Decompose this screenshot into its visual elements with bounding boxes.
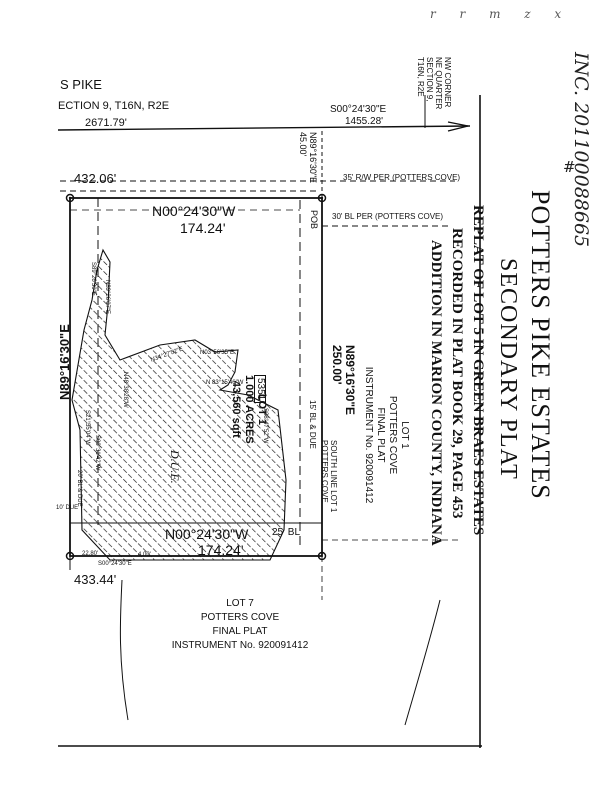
lot7-line: POTTERS COVE bbox=[200, 612, 280, 623]
lot7-line: FINAL PLAT bbox=[212, 626, 268, 637]
bottom-small-bearing: S00°24'30"E bbox=[98, 561, 132, 567]
small-bearing: N03°56'35"E bbox=[200, 350, 235, 356]
north-bearing: N00°24'30"W bbox=[152, 203, 236, 219]
top-left-distance: 432.06' bbox=[74, 171, 117, 186]
bottom-small-dist-2: 4.00' bbox=[138, 552, 151, 558]
bl25-label: 25' BL bbox=[272, 527, 301, 538]
pob-label: POB bbox=[309, 210, 319, 230]
south-line-text: SOUTH LINE LOT 1 bbox=[329, 440, 338, 513]
west-bearing: N89°16'30"E bbox=[57, 324, 72, 400]
bl15-label: 15' BL & DUE bbox=[308, 400, 317, 449]
lot7-curve-right bbox=[404, 599, 441, 726]
handwritten-instrument: INC. 201100088665 bbox=[570, 52, 592, 248]
south-distance: 174.24' bbox=[198, 542, 244, 558]
lot7-line: INSTRUMENT No. 920091412 bbox=[171, 640, 309, 651]
small-bearing: S89°26'30"E bbox=[90, 262, 96, 296]
south-line-text: POTTERS COVE bbox=[320, 440, 329, 503]
acres-label: 1.000 ACRES bbox=[243, 375, 255, 444]
small-bearing: N 83°15'46"W bbox=[206, 380, 244, 386]
section-fragment: ECTION 9, T16N, R2E bbox=[58, 100, 170, 112]
top-distance-right: 1455.28' bbox=[345, 116, 384, 127]
due-label: D.U.E. bbox=[168, 450, 182, 484]
small-bearing: S00°31'42"W bbox=[94, 435, 100, 471]
north-distance: 174.24' bbox=[180, 220, 226, 236]
subtitle-1: REPLAT OF LOT 5 IN GREEN BRAES ESTATES bbox=[470, 205, 486, 536]
arrow-right bbox=[447, 121, 469, 132]
distance-text: 250.00' bbox=[330, 345, 344, 385]
east-bearing-block: N89°16'30"E 250.00' bbox=[330, 345, 357, 416]
small-bearing: N89°26'07"E bbox=[104, 280, 110, 315]
small-bearing: 10' DUE bbox=[56, 505, 79, 511]
small-bearing: 20' BL & DUE bbox=[76, 470, 82, 507]
row-35-label: 35' R/W PER (POTTERS COVE) bbox=[343, 173, 461, 182]
top-bearing: S00°24'30"E bbox=[330, 104, 387, 115]
potters-line: LOT 1 bbox=[399, 421, 410, 449]
south-line-label: SOUTH LINE LOT 1 POTTERS COVE bbox=[320, 440, 338, 512]
small-bearing: S21°55'04"W bbox=[84, 410, 90, 446]
small-bearing: S28°47'52"W bbox=[262, 408, 268, 444]
title-main: POTTERS PIKE ESTATES bbox=[526, 190, 555, 500]
due-hatched-area bbox=[71, 248, 287, 561]
potters-line: POTTERS COVE bbox=[387, 395, 398, 475]
corner-label-line: T16N, R2E bbox=[416, 57, 425, 97]
subtitle-3: ADDITION IN MARION COUNTY, INDIANA bbox=[428, 240, 444, 546]
handwritten-marks: r r m z x bbox=[430, 7, 572, 21]
small-bearing: N48°38'28"W bbox=[122, 372, 128, 408]
lot7-curve bbox=[119, 579, 129, 721]
potters-line: INSTRUMENT No. 920091412 bbox=[363, 366, 374, 504]
potters-cove-lot1-block: LOT 1 POTTERS COVE FINAL PLAT INSTRUMENT… bbox=[362, 355, 410, 515]
corner-label-line: NW CORNER bbox=[443, 57, 452, 108]
potters-line: FINAL PLAT bbox=[375, 407, 386, 463]
lot-boundary bbox=[69, 197, 323, 557]
row-30-label: 30' BL PER (POTTERS COVE) bbox=[332, 212, 444, 221]
top-right-bearing: N89°16'30"E 45.00' bbox=[298, 132, 318, 183]
corner-label-line: NE QUARTER bbox=[434, 57, 443, 110]
corner-label: NW CORNER NE QUARTER SECTION 9, T16N, R2… bbox=[416, 57, 452, 137]
section-line-top bbox=[57, 125, 471, 131]
distance-text: 45.00' bbox=[298, 132, 308, 157]
bearing-text: N89°16'30"E bbox=[343, 345, 357, 416]
corner-label-line: SECTION 9, bbox=[425, 57, 434, 102]
subtitle-2: RECORDED IN PLAT BOOK 29, PAGE 453 bbox=[449, 228, 465, 519]
title-secondary: SECONDARY PLAT bbox=[495, 258, 521, 480]
road-name-fragment: S PIKE bbox=[60, 77, 102, 92]
bearing-text: N89°16'30"E bbox=[308, 132, 318, 184]
lot7-block: LOT 7 POTTERS COVE FINAL PLAT INSTRUMENT… bbox=[160, 597, 320, 653]
handwritten-hash: # bbox=[563, 158, 576, 176]
bottom-small-dist: 22.80' bbox=[82, 551, 99, 557]
corner-pin-nw bbox=[65, 193, 75, 203]
lot7-line: LOT 7 bbox=[226, 598, 254, 609]
top-distance-left: 2671.79' bbox=[85, 117, 127, 129]
south-bearing: N00°24'30"W bbox=[165, 526, 249, 542]
bottom-left-distance: 433.44' bbox=[74, 572, 117, 587]
